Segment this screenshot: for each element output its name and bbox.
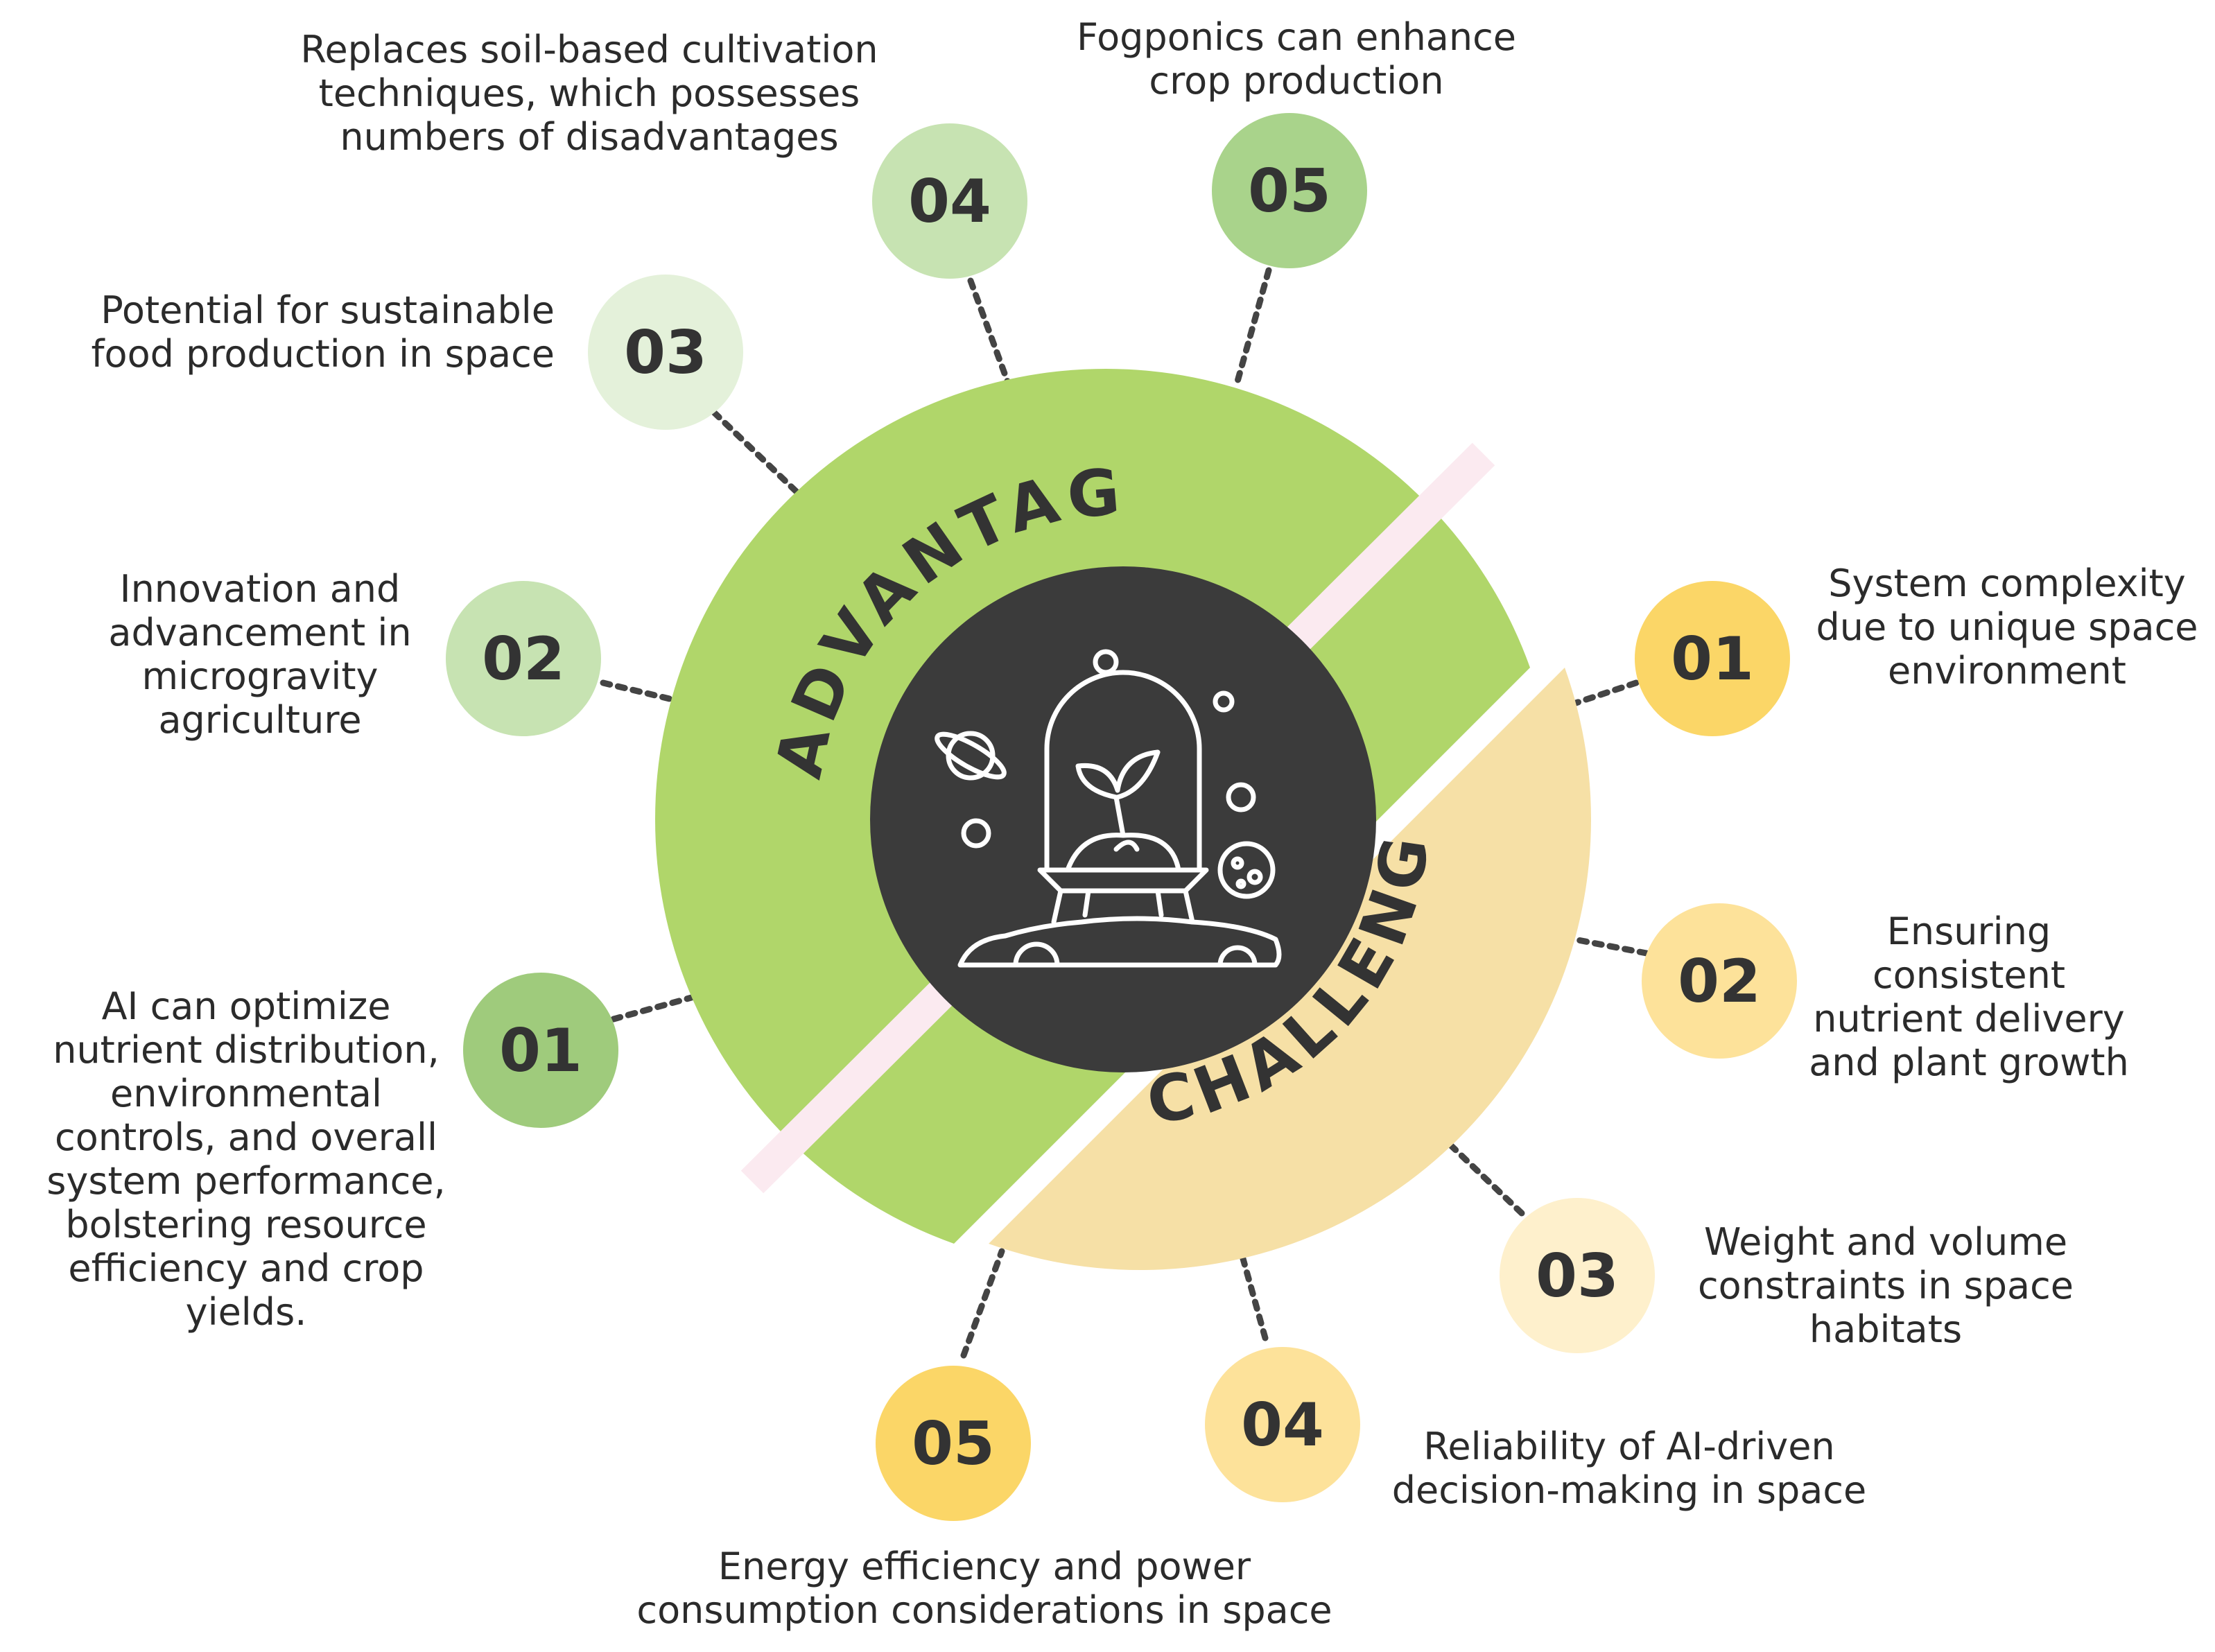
challenge-number-04: 04 [1241,1391,1324,1460]
advantage-number-01: 01 [499,1016,582,1086]
challenge-number-05: 05 [912,1409,995,1479]
advantage-number-02: 02 [482,625,565,694]
center-circle [870,566,1376,1072]
advantage-number-05: 05 [1248,157,1331,226]
number-badges: 01 02 03 04 05 01 02 03 04 05 [446,113,1797,1521]
plant-in-dome-space-icon [935,649,1282,968]
challenge-badge-01 [1635,581,1790,736]
challenge-number-03: 03 [1536,1242,1619,1311]
challenge-badge-04 [1205,1347,1360,1502]
advantage-badge-02 [446,581,601,736]
challenge-badge-05 [876,1366,1031,1521]
challenge-number-02: 02 [1678,947,1761,1016]
connector-lines [600,267,1650,1359]
challenge-number-01: 01 [1671,625,1754,694]
advantage-badge-03 [588,275,743,430]
advantage-badge-04 [872,123,1027,279]
advantage-badge-05 [1212,113,1367,268]
advantage-number-04: 04 [908,167,991,236]
challenge-badge-03 [1500,1198,1655,1353]
advantage-number-03: 03 [624,318,707,388]
advantage-badge-01 [463,973,618,1128]
challenge-badge-02 [1642,903,1797,1059]
